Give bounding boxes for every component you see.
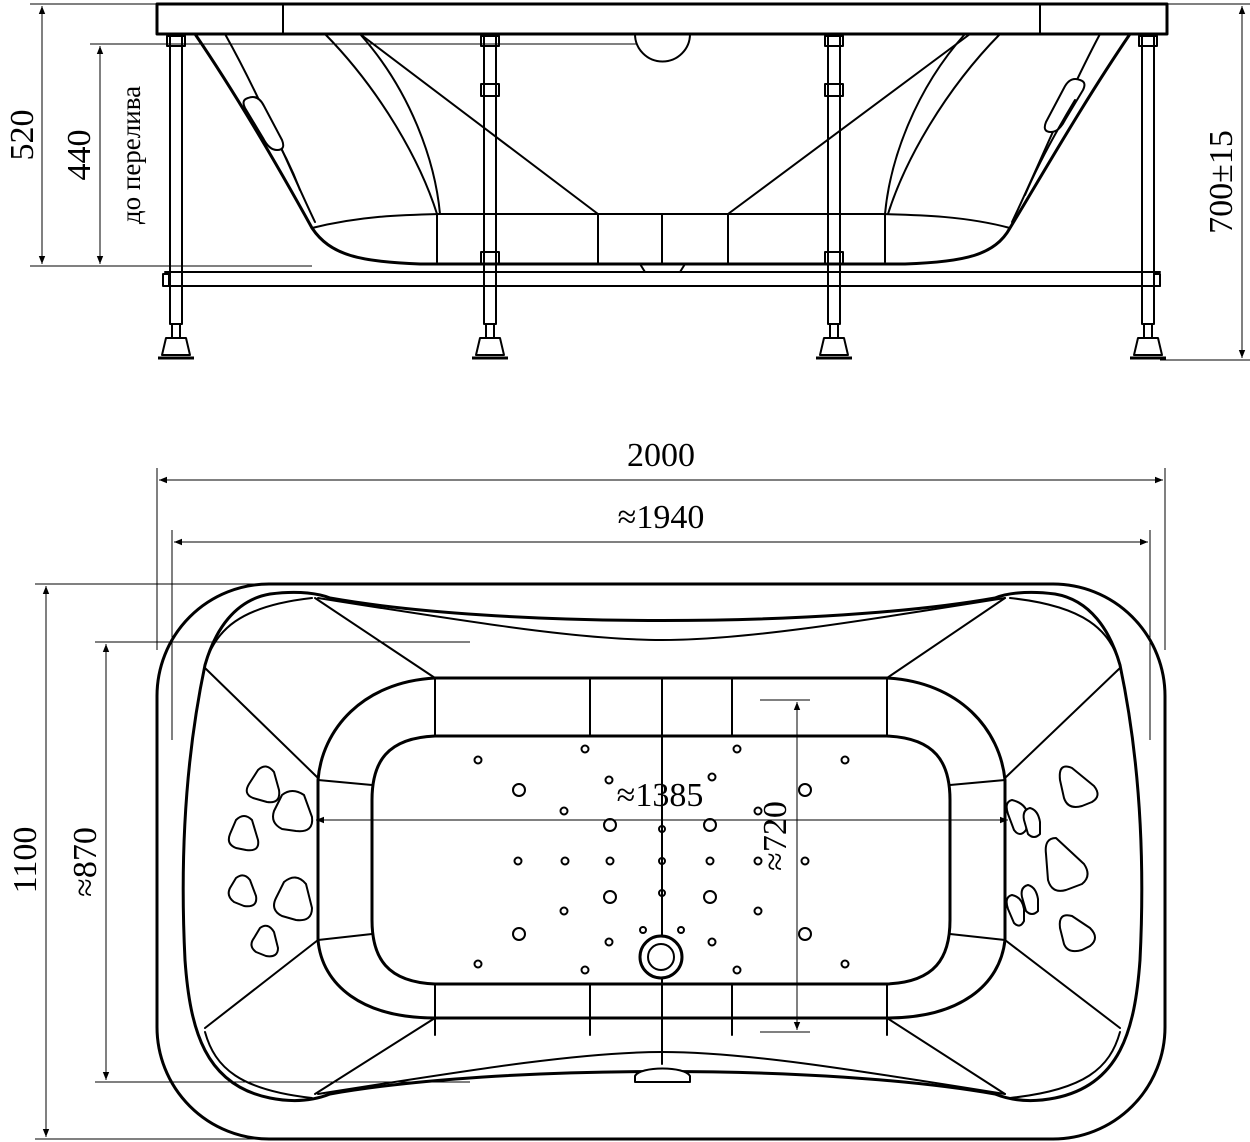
tub-shell [193,33,1132,273]
top-dimensions: 2000 ≈1940 1100 ≈870 ≈1385 ≈720 [7,437,1166,1140]
leg [158,33,194,360]
drain [638,934,684,980]
overflow [634,1067,691,1083]
top-view: 2000 ≈1940 1100 ≈870 ≈1385 ≈720 [7,437,1167,1141]
leg [1130,33,1166,360]
pillows-right [1005,765,1099,953]
leg [816,33,852,360]
dim-870-label: ≈870 [67,827,104,897]
dim-520-label: 520 [4,110,41,161]
rim [155,2,1169,36]
inner-rim [181,590,1144,1102]
frame [158,33,1166,360]
dim-440-label: 440 [61,130,98,181]
pillows-left [227,765,314,958]
outer-rim [155,582,1167,1141]
dim-1100-label: 1100 [7,827,44,894]
side-view: 520 440 до перелива 700±15 [4,2,1250,361]
dim-720-label: ≈720 [757,801,794,871]
leg [472,33,508,360]
dim-1940-label: ≈1940 [618,499,705,536]
dim-1385-label: ≈1385 [617,777,704,814]
dim-2000-label: 2000 [627,437,695,474]
side-dimensions: 520 440 до перелива 700±15 [4,3,1250,361]
overflow-label: до перелива [116,86,146,224]
dim-700-label: 700±15 [1203,130,1240,234]
